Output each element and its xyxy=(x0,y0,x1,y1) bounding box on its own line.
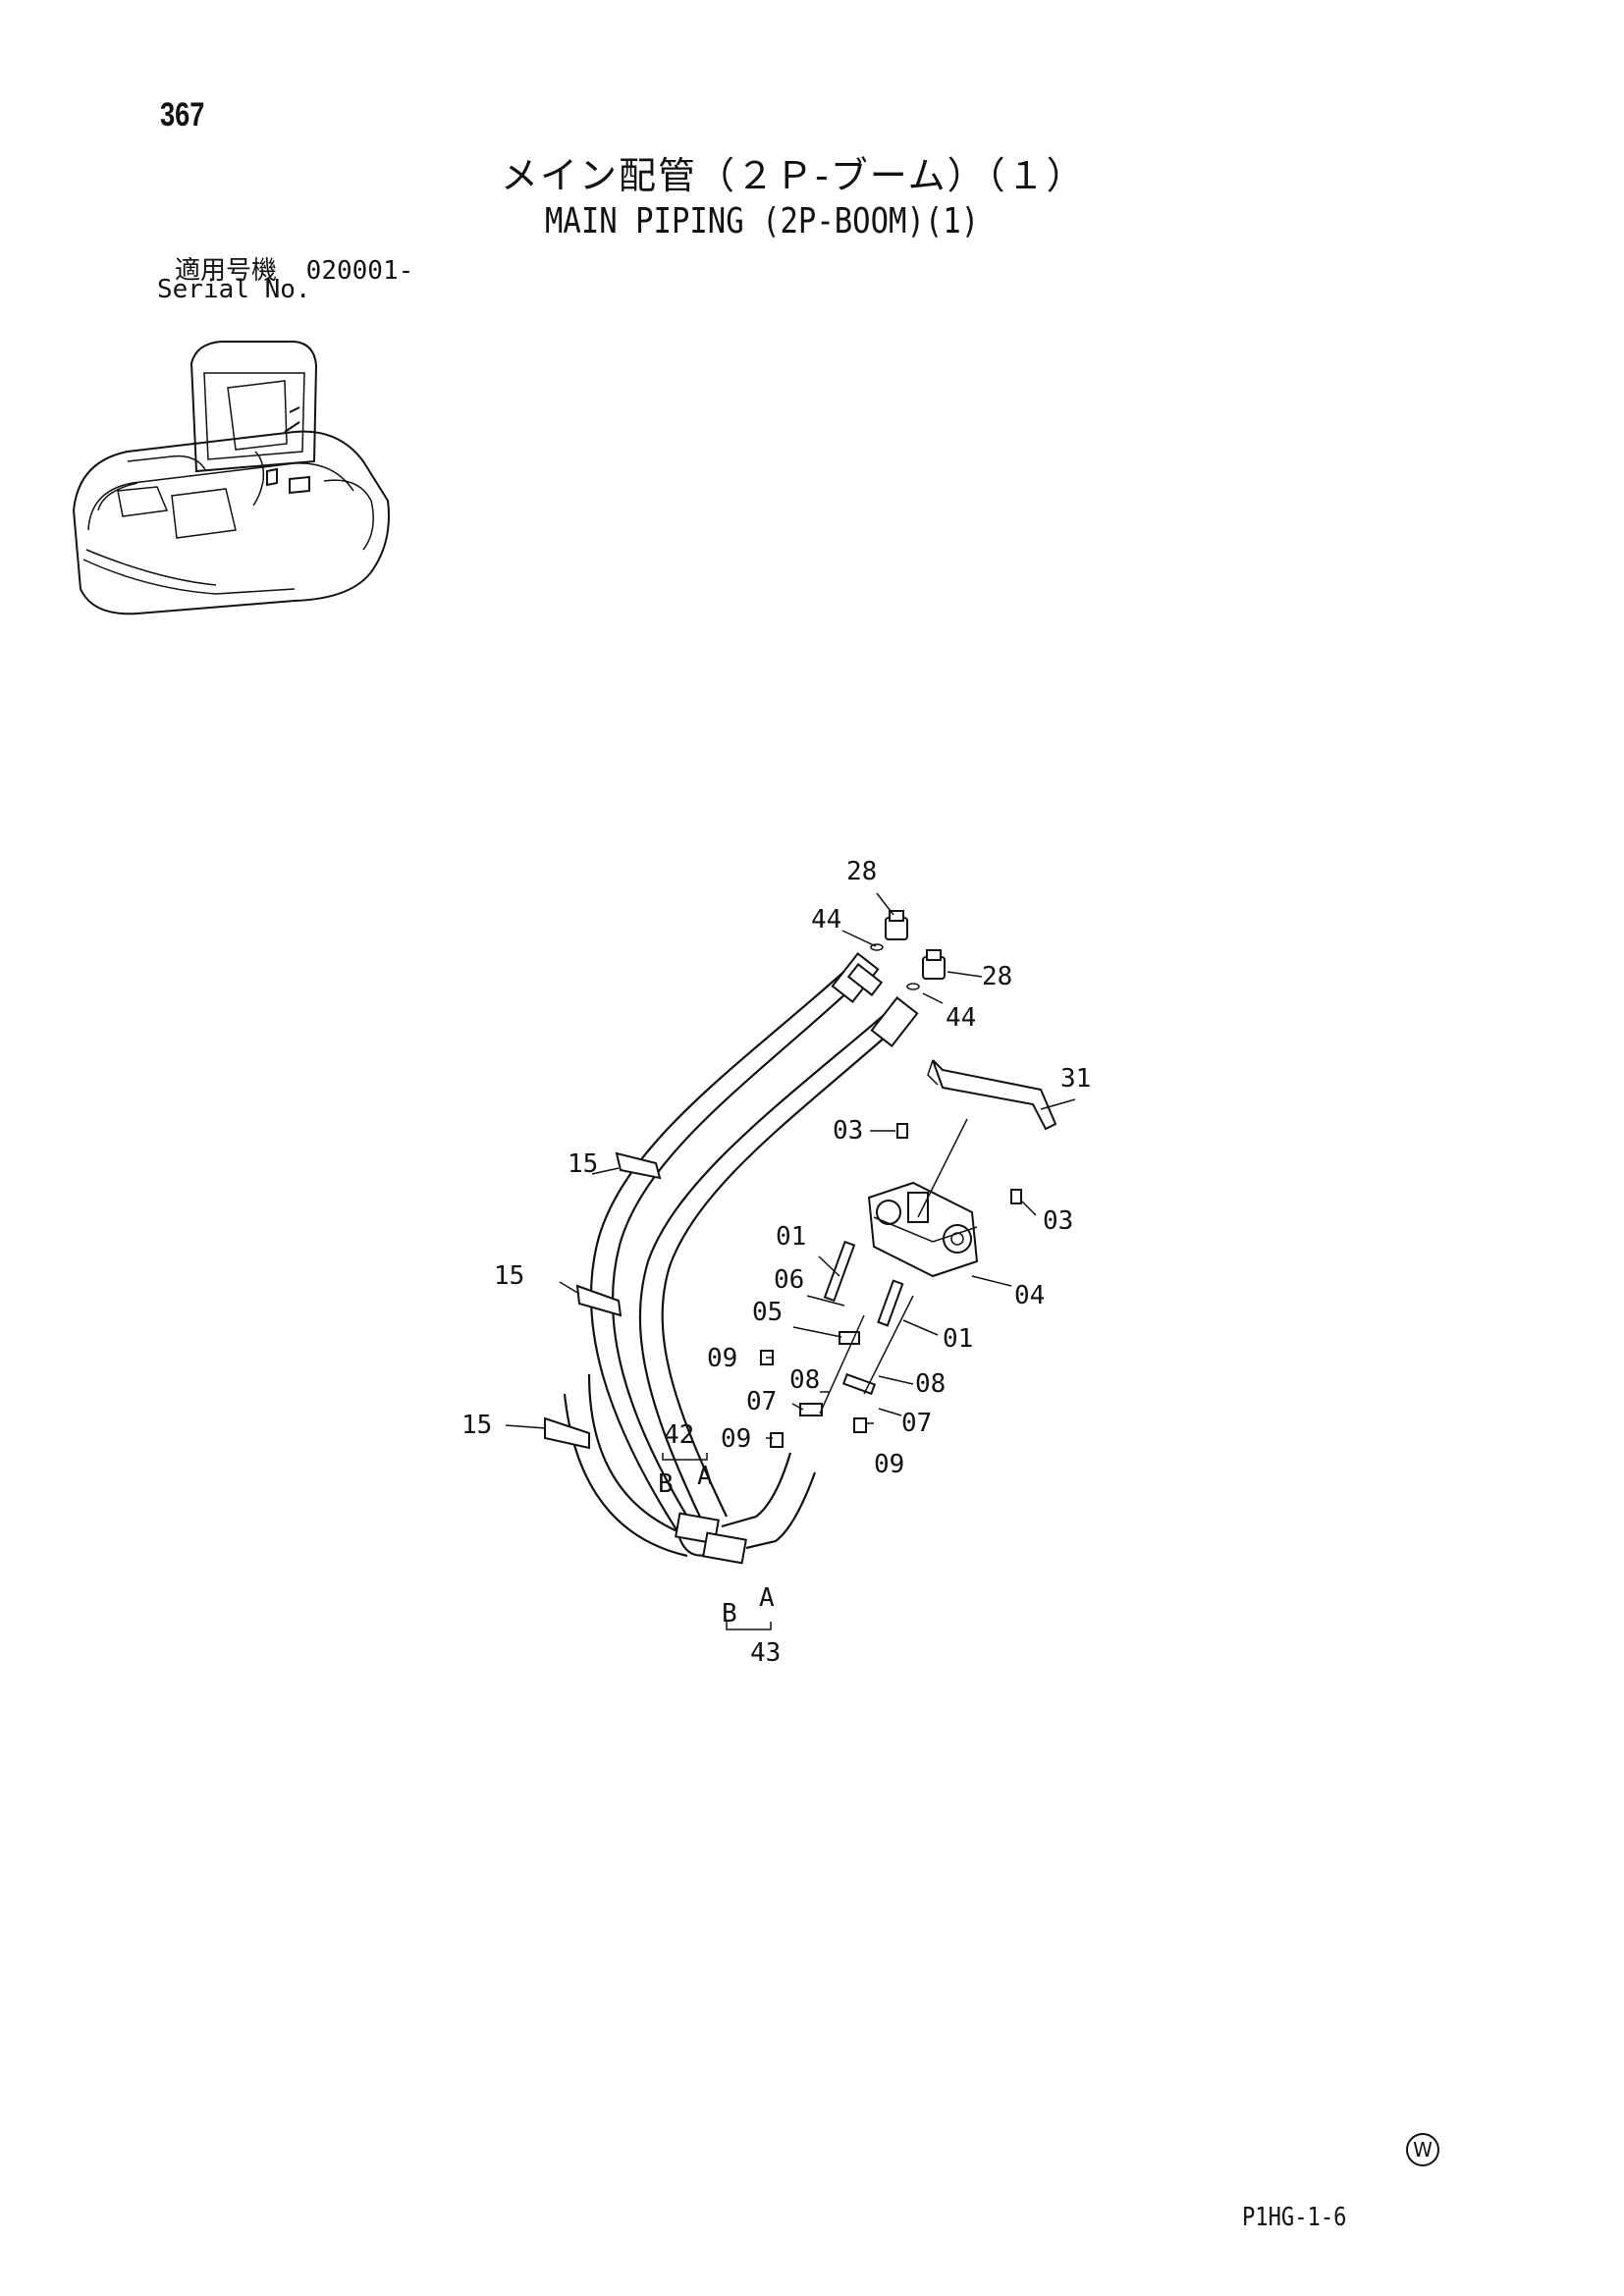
leader-lines xyxy=(505,892,1076,1630)
callout-42-b: B xyxy=(658,1469,674,1499)
callout-43-b: B xyxy=(722,1599,737,1629)
callout-01-top: 01 xyxy=(776,1222,806,1252)
callout-31: 31 xyxy=(1060,1064,1091,1094)
serial-label-japanese: 適用号機 020001- xyxy=(175,250,413,287)
callout-07-right: 07 xyxy=(901,1409,932,1438)
callout-08-left: 08 xyxy=(789,1365,820,1395)
callout-15-top: 15 xyxy=(568,1149,598,1179)
callout-01-right: 01 xyxy=(943,1324,973,1354)
callout-09-lower: 09 xyxy=(874,1450,904,1479)
serial-label-jp-text: 適用号機 xyxy=(175,256,278,286)
callout-04: 04 xyxy=(1014,1281,1045,1310)
callout-labels: 28 44 28 44 31 03 03 15 15 15 01 06 05 0… xyxy=(461,857,1091,1668)
callout-09-middle: 09 xyxy=(721,1424,751,1454)
callout-08-right: 08 xyxy=(915,1369,946,1399)
callout-03-right: 03 xyxy=(1043,1206,1073,1236)
w-circle-mark: W xyxy=(1406,2133,1439,2166)
serial-label-english: Serial No. xyxy=(157,275,311,304)
callout-28-right: 28 xyxy=(982,962,1012,991)
valve-block-04 xyxy=(867,1181,979,1278)
callout-15-middle: 15 xyxy=(494,1261,524,1291)
adapter-parts xyxy=(870,910,946,990)
callout-15-bottom: 15 xyxy=(461,1411,492,1440)
callout-43-a: A xyxy=(759,1583,775,1613)
serial-value: 020001- xyxy=(305,256,414,286)
document-code: P1HG-1-6 xyxy=(1242,2203,1347,2232)
hose-assembly xyxy=(563,952,919,1565)
callout-06: 06 xyxy=(774,1265,804,1295)
excavator-locator-illustration xyxy=(72,341,390,615)
callout-42: 42 xyxy=(664,1420,694,1450)
callout-03-left: 03 xyxy=(833,1116,863,1146)
callout-05: 05 xyxy=(752,1298,783,1327)
callout-43: 43 xyxy=(750,1638,781,1668)
callout-42-a: A xyxy=(697,1462,713,1491)
callout-09-upper: 09 xyxy=(707,1344,737,1373)
callout-07-left: 07 xyxy=(746,1387,777,1416)
page-title-english: MAIN PIPING (2P-BOOM)(1) xyxy=(545,201,980,241)
callout-44-top: 44 xyxy=(811,905,841,934)
callout-44-right: 44 xyxy=(946,1003,976,1033)
page-title-japanese: メイン配管（２Ｐ-ブーム）（１） xyxy=(501,154,1086,197)
callout-28-top: 28 xyxy=(846,857,877,886)
page-number: 367 xyxy=(160,96,205,133)
small-parts xyxy=(544,1118,1022,1450)
bracket-31 xyxy=(927,1059,1057,1131)
